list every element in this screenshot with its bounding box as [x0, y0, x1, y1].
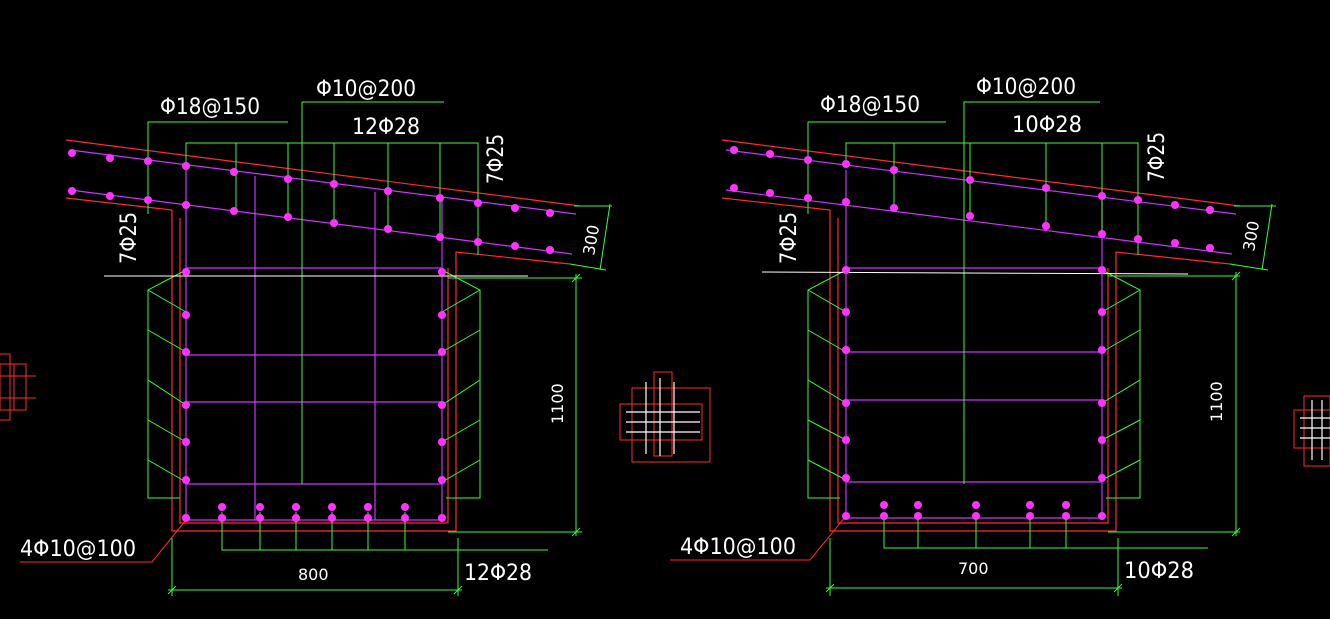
- label-bottom-main-bars: 10Φ28: [1124, 559, 1194, 584]
- rebar-dots-right: [730, 146, 1214, 520]
- detail-symbol-center: [619, 371, 711, 463]
- leader-lines-left: [147, 101, 612, 596]
- label-top-bars: Φ18@150: [820, 93, 920, 118]
- label-stirrups: 4Φ10@100: [680, 535, 796, 560]
- label-top-bars: Φ18@150: [160, 95, 260, 120]
- dim-beam-height: 1100: [548, 383, 567, 424]
- slab-bar-lines-left: [69, 149, 577, 521]
- detail-symbol-left-edge: [0, 353, 36, 421]
- concrete-outline-left: [65, 139, 581, 532]
- dim-beam-height: 1100: [1207, 381, 1226, 422]
- reference-line-right: [761, 271, 1189, 275]
- label-left-side-bars: 7Φ25: [777, 212, 802, 264]
- detail-symbol-right-edge: [1293, 395, 1330, 467]
- stirrup-leader-left: [20, 519, 187, 563]
- slab-bar-lines-right: [725, 149, 1237, 519]
- concrete-outline-right: [721, 139, 1241, 532]
- label-left-side-bars: 7Φ25: [117, 212, 142, 264]
- leader-lines-right: [807, 101, 1276, 596]
- label-top-main-bars: 12Φ28: [352, 115, 420, 140]
- beam-section-right: Φ18@150 Φ10@200 10Φ28 7Φ25 7Φ25 300 1100…: [670, 75, 1276, 596]
- label-right-side-bars: 7Φ25: [1145, 132, 1170, 182]
- label-top-main-bars: 10Φ28: [1012, 113, 1082, 138]
- beam-section-left: Φ18@150 Φ10@200 12Φ28 7Φ25 7Φ25 300 1100…: [20, 77, 612, 596]
- rebar-dots-left: [68, 149, 554, 522]
- label-tie-bars: Φ10@200: [316, 77, 416, 102]
- dim-width: 700: [958, 559, 989, 578]
- dim-slab-depth: 300: [579, 223, 603, 256]
- label-tie-bars: Φ10@200: [976, 75, 1076, 100]
- stirrup-leader-right: [670, 515, 847, 561]
- label-stirrups: 4Φ10@100: [20, 537, 136, 562]
- label-right-side-bars: 7Φ25: [484, 134, 509, 184]
- label-bottom-main-bars: 12Φ28: [464, 561, 532, 586]
- dim-width: 800: [298, 565, 329, 584]
- dim-slab-depth: 300: [1239, 219, 1263, 252]
